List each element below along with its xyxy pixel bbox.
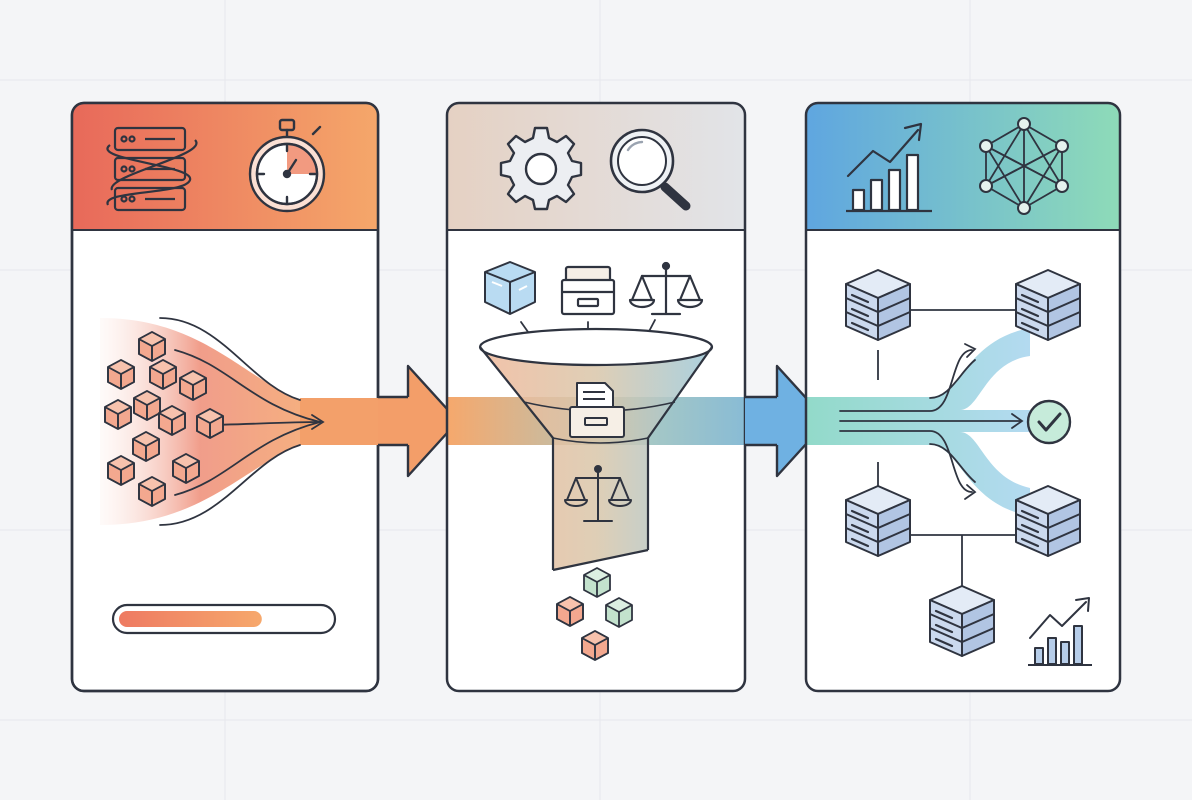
checkmark-circle-icon: [1026, 399, 1072, 445]
gear-icon: [499, 126, 583, 211]
panel-ingest: [70, 101, 410, 693]
database-server-icon: [844, 484, 912, 558]
file-drawer-icon: [569, 382, 625, 438]
progress-bar-fill: [119, 611, 262, 627]
magnifier-icon: [609, 128, 691, 211]
bar-chart-trend-icon: [1028, 597, 1092, 666]
database-server-icon: [844, 268, 912, 342]
server-rack-icon: [106, 126, 198, 212]
balance-scale-icon: [628, 261, 704, 316]
database-server-icon: [928, 584, 996, 658]
balance-scale-icon: [564, 465, 632, 522]
output-streams: [806, 328, 1030, 516]
database-server-icon: [1014, 484, 1082, 558]
server-connectors: [877, 309, 1016, 590]
network-graph-icon: [979, 117, 1069, 215]
progress-bar: [111, 603, 337, 635]
database-server-icon: [1014, 268, 1082, 342]
ice-cube-icon: [484, 261, 536, 315]
bar-chart-trend-icon: [846, 122, 932, 213]
panel-output: [804, 101, 1122, 693]
stopwatch-icon: [248, 118, 326, 213]
funnel-icon: [478, 327, 714, 572]
file-drawer-icon: [560, 265, 616, 316]
panel-process: [445, 101, 830, 693]
